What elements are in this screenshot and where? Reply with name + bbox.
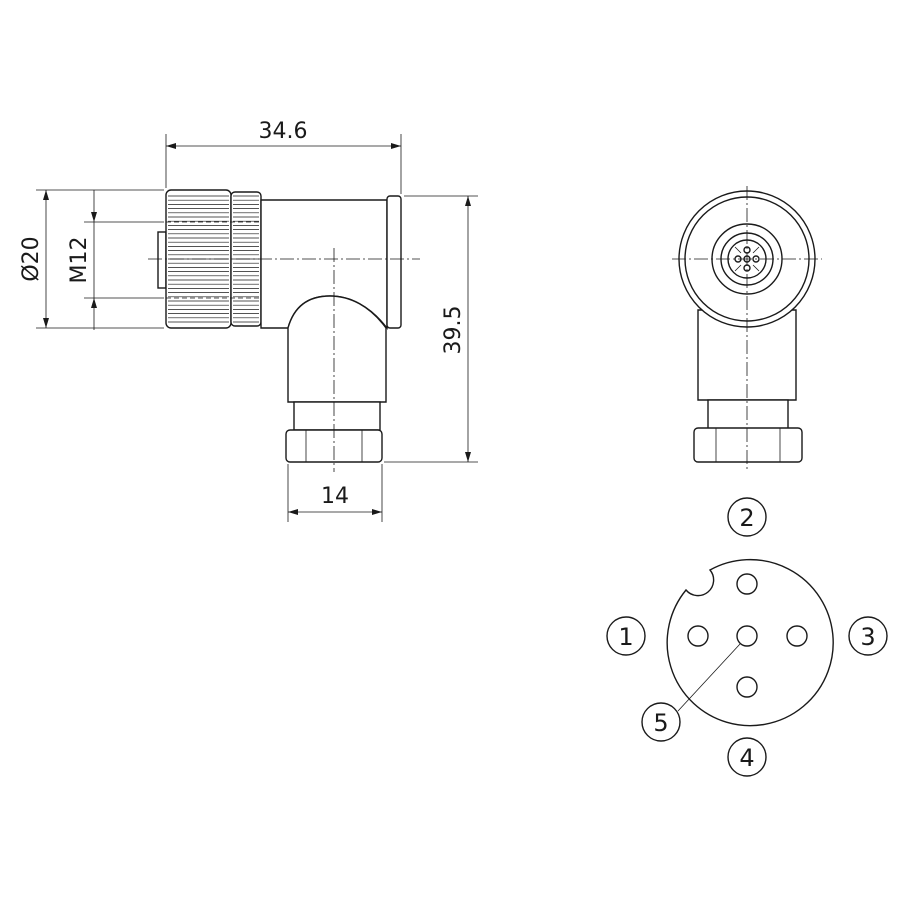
pin-number: 2 [739, 504, 754, 532]
pin-label-2: 2 [727, 497, 767, 537]
pin-number: 3 [860, 623, 875, 651]
diameter-dimension-label: Ø20 [19, 236, 44, 281]
end-collar [386, 195, 402, 329]
pin-number: 5 [653, 709, 668, 737]
pin-hole-2 [736, 573, 758, 595]
front-pin [752, 255, 760, 263]
width-dimension-label: 14 [321, 484, 349, 509]
pin-label-circle [606, 616, 646, 656]
front-gland-nut [693, 427, 803, 463]
pin-layout: 1 2 3 4 5 [606, 497, 888, 777]
gland-shoulder [293, 401, 381, 431]
pin-label-circle [848, 616, 888, 656]
pin-label-circle [641, 702, 681, 742]
pin-hole-5 [736, 625, 758, 647]
pin-label-1: 1 [606, 616, 646, 656]
front-contact-mark [752, 246, 760, 254]
pin-face [666, 558, 834, 727]
cable-arm [287, 295, 387, 403]
front-view [672, 186, 822, 470]
pin-label-4: 4 [727, 737, 767, 777]
pin-hole-4 [736, 676, 758, 698]
pin-label-circle [727, 737, 767, 777]
length-dimension-label: 34.6 [259, 119, 308, 144]
pin-label-circle [727, 497, 767, 537]
front-contact-mark [734, 246, 742, 254]
thread-dimension-label: M12 [67, 237, 92, 284]
pin-hole-1 [687, 625, 709, 647]
pin-number: 4 [739, 744, 754, 772]
height-dimension-label: 39.5 [441, 306, 466, 355]
front-contact-mark [752, 264, 760, 272]
latch [157, 231, 167, 289]
front-contact-mark [734, 264, 742, 272]
pin-number: 1 [618, 623, 633, 651]
pin-label-5: 5 [641, 702, 681, 742]
pin-5-leader [677, 643, 741, 712]
pin-label-3: 3 [848, 616, 888, 656]
side-view: 34.6 Ø20 M12 39.5 14 [19, 119, 478, 522]
pin-hole-3 [786, 625, 808, 647]
front-gland-shoulder [707, 399, 789, 431]
